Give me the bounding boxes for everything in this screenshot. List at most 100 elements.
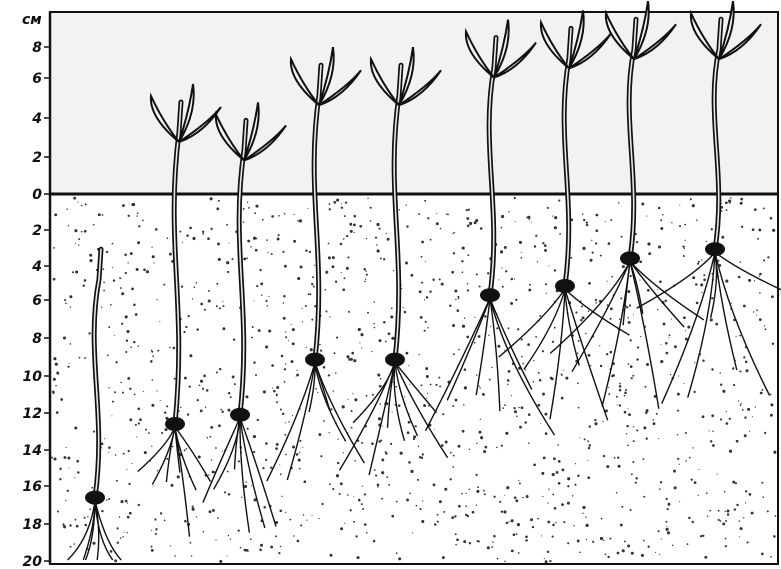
soil-grain (321, 503, 323, 505)
soil-grain (284, 434, 286, 436)
soil-grain (743, 517, 744, 518)
soil-grain (110, 550, 113, 553)
soil-grain (558, 482, 561, 485)
soil-grain (125, 500, 128, 503)
soil-grain (451, 271, 454, 274)
soil-grain (454, 232, 455, 233)
soil-grain (227, 471, 229, 473)
soil-grain (502, 407, 504, 409)
soil-grain (318, 433, 321, 436)
soil-grain (212, 509, 215, 512)
soil-grain (279, 509, 282, 512)
soil-grain (59, 478, 61, 480)
soil-grain (219, 560, 222, 563)
soil-grain (706, 492, 708, 494)
soil-grain (350, 509, 352, 511)
soil-grain (362, 508, 364, 510)
soil-grain (266, 239, 268, 241)
soil-grain (345, 201, 347, 203)
soil-grain (589, 444, 591, 446)
soil-grain (701, 292, 702, 293)
soil-grain (285, 512, 286, 513)
soil-grain (279, 464, 280, 465)
soil-grain (275, 447, 278, 450)
soil-grain (93, 224, 95, 226)
soil-grain (215, 539, 216, 540)
soil-grain (136, 215, 138, 217)
soil-grain (710, 440, 712, 442)
soil-grain (81, 231, 83, 233)
soil-grain (659, 280, 662, 283)
soil-grain (53, 457, 56, 460)
soil-grain (166, 405, 168, 407)
soil-grain (377, 249, 380, 252)
soil-grain (518, 407, 519, 408)
soil-grain (504, 404, 506, 406)
soil-grain (462, 271, 464, 273)
tick-label-up-2: 2 (32, 150, 42, 166)
soil-grain (446, 213, 447, 214)
soil-grain (711, 297, 713, 299)
soil-grain (511, 550, 514, 553)
soil-grain (677, 434, 678, 435)
soil-grain (627, 290, 630, 293)
soil-grain (247, 202, 248, 203)
soil-grain (164, 428, 167, 431)
soil-grain (234, 383, 236, 385)
soil-grain (307, 208, 308, 209)
soil-grain (683, 255, 685, 257)
soil-grain (499, 501, 501, 503)
soil-grain (529, 219, 530, 220)
soil-grain (590, 259, 593, 262)
soil-grain (375, 475, 377, 477)
soil-grain (439, 278, 441, 280)
soil-grain (548, 488, 549, 489)
soil-grain (137, 241, 140, 244)
soil-grain (112, 243, 114, 245)
soil-grain (302, 447, 303, 448)
soil-grain (616, 396, 618, 398)
soil-grain (372, 394, 374, 396)
soil-grain (725, 280, 728, 283)
soil-grain (79, 357, 81, 359)
soil-grain (297, 370, 298, 371)
soil-grain (297, 277, 300, 280)
soil-grain (434, 523, 437, 526)
soil-grain (148, 432, 150, 434)
soil-grain (217, 517, 219, 519)
soil-grain (367, 312, 369, 314)
soil-grain (377, 484, 380, 487)
soil-grain (561, 468, 564, 471)
soil-grain (528, 289, 531, 292)
soil-grain (545, 283, 547, 285)
soil-grain (458, 445, 461, 448)
soil-grain (184, 449, 186, 451)
soil-grain (393, 270, 394, 271)
soil-grain (612, 374, 615, 377)
soil-grain (621, 236, 623, 238)
soil-grain (83, 285, 85, 287)
soil-grain (373, 540, 376, 543)
soil-grain (108, 326, 110, 328)
soil-grain (692, 204, 695, 207)
soil-grain (347, 256, 349, 258)
soil-grain (696, 219, 698, 221)
soil-grain (74, 426, 77, 429)
soil-grain (311, 319, 313, 321)
soil-grain (527, 216, 530, 219)
soil-grain (344, 277, 346, 279)
soil-grain (314, 265, 315, 266)
soil-grain (258, 329, 261, 332)
soil-grain (626, 433, 627, 434)
soil-grain (706, 241, 707, 242)
soil-grain (403, 307, 404, 308)
soil-grain (354, 215, 357, 218)
tick-label-down-12: 12 (23, 406, 42, 422)
soil-grain (208, 290, 210, 292)
soil-grain (122, 204, 125, 207)
soil-grain (466, 209, 468, 211)
soil-grain (463, 540, 466, 543)
soil-grain (72, 271, 74, 273)
soil-grain (739, 520, 741, 522)
soil-grain (251, 337, 253, 339)
